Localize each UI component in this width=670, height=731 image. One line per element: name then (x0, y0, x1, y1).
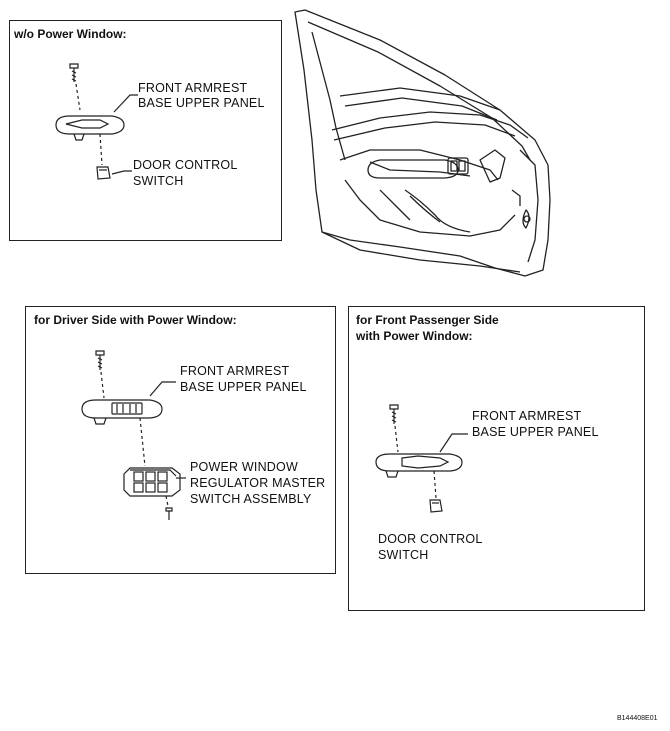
driver-armrest-label-line2: BASE UPPER PANEL (180, 380, 307, 394)
passenger-switch-label-line1: DOOR CONTROL (378, 532, 483, 546)
panel-without-power-window-title: w/o Power Window: (14, 27, 127, 41)
passenger-armrest-label-line2: BASE UPPER PANEL (472, 425, 599, 439)
driver-master-label-line1: POWER WINDOW (190, 460, 298, 474)
figure-code: B144408E01 (617, 715, 658, 722)
panel-driver-side (25, 306, 336, 574)
panel-without-power-window (9, 20, 282, 241)
driver-master-label-line3: SWITCH ASSEMBLY (190, 492, 312, 506)
passenger-switch-label-line2: SWITCH (378, 548, 429, 562)
panel-passenger-side-title-line2: with Power Window: (356, 329, 473, 343)
panel-passenger-side (348, 306, 645, 611)
driver-master-label-line2: REGULATOR MASTER (190, 476, 326, 490)
wo-armrest-label-line2: BASE UPPER PANEL (138, 96, 265, 110)
panel-passenger-side-title-line1: for Front Passenger Side (356, 313, 499, 327)
driver-armrest-label-line1: FRONT ARMREST (180, 364, 290, 378)
wo-armrest-label-line1: FRONT ARMREST (138, 81, 248, 95)
wo-switch-label-line2: SWITCH (133, 174, 184, 188)
wo-switch-label-line1: DOOR CONTROL (133, 158, 238, 172)
panel-driver-side-title: for Driver Side with Power Window: (34, 313, 237, 327)
passenger-armrest-label-line1: FRONT ARMREST (472, 409, 582, 423)
